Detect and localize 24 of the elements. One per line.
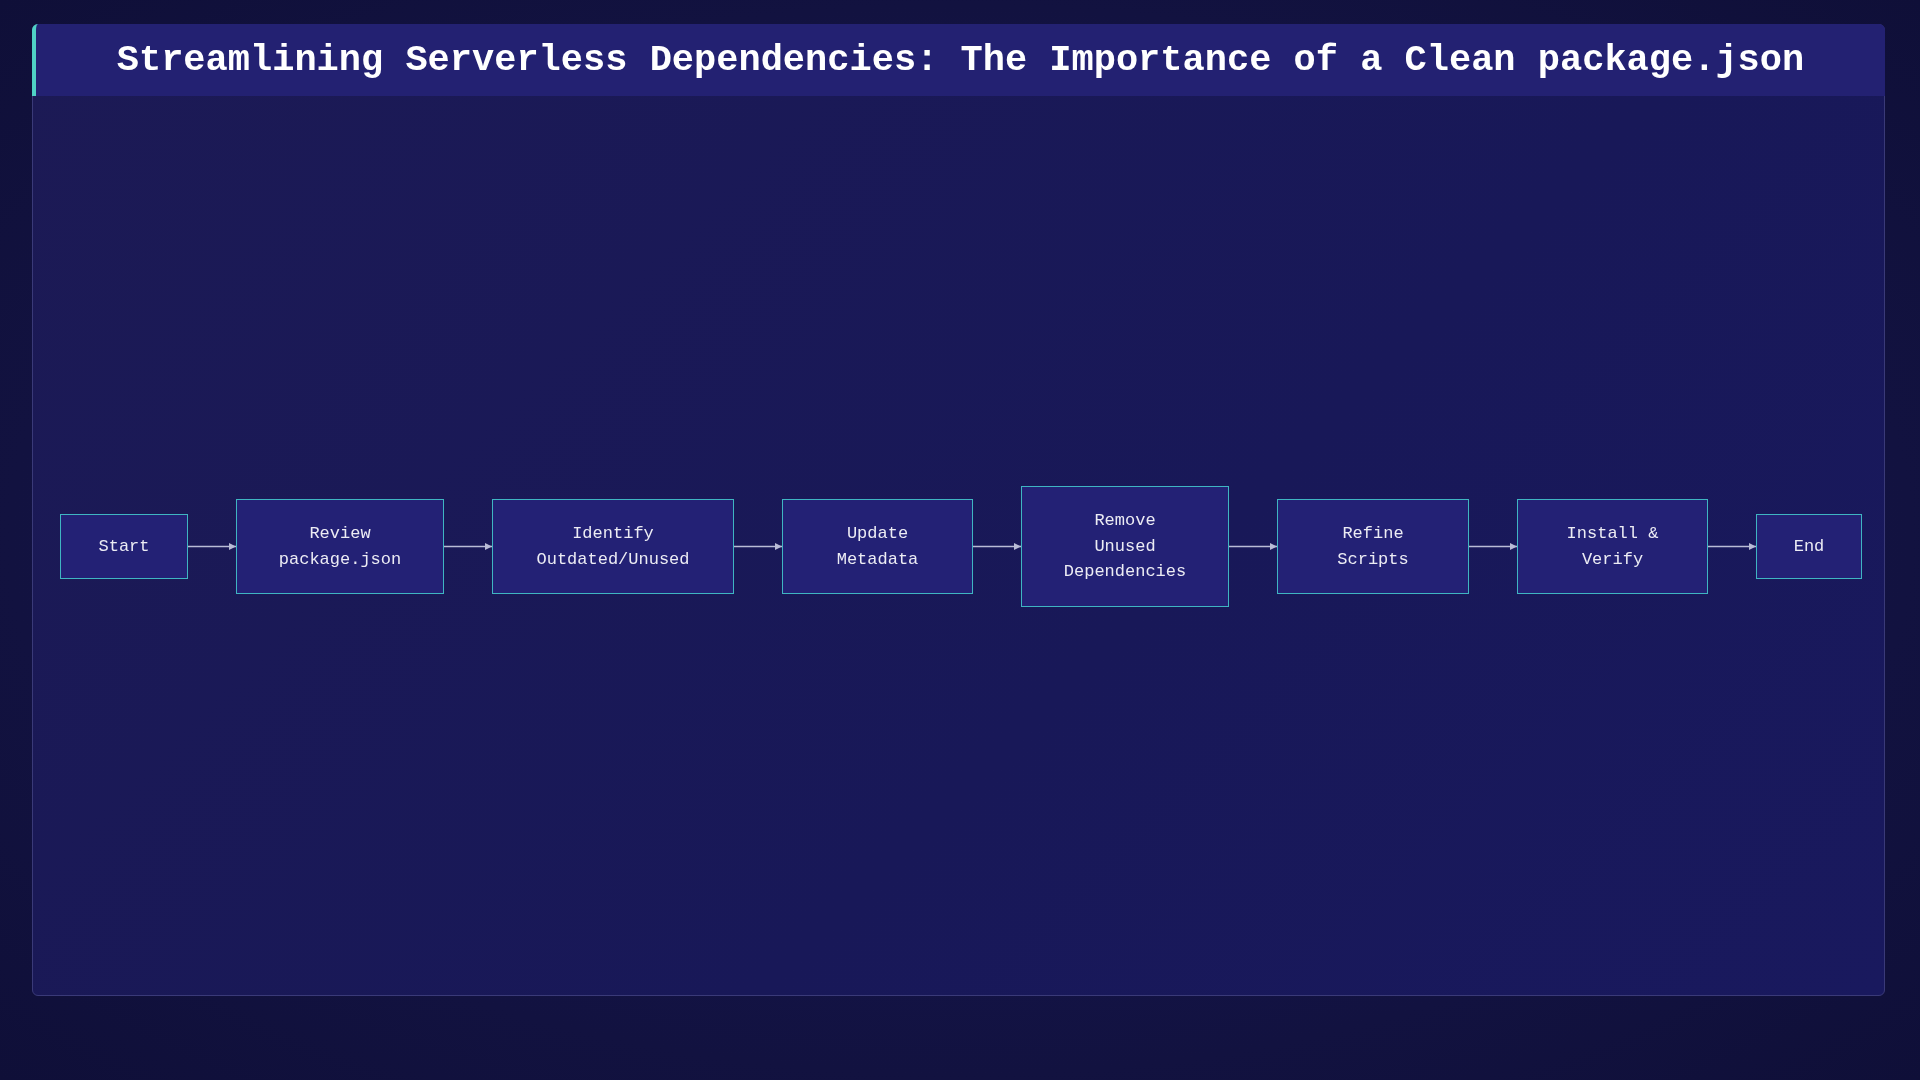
process-box	[492, 499, 734, 594]
process-box	[1021, 486, 1229, 607]
arrow	[1228, 543, 1278, 550]
arrow	[733, 543, 783, 550]
step-label: Identify Outdated/Unused	[536, 523, 690, 571]
step-label: End	[1793, 535, 1825, 558]
step-label: Refine Scripts	[1337, 523, 1409, 571]
arrow	[1468, 543, 1518, 550]
arrow	[443, 543, 493, 550]
process-box	[1277, 499, 1469, 594]
step-label: Start	[98, 535, 150, 558]
step-label: Review package.json	[278, 523, 402, 571]
arrow	[187, 543, 237, 550]
step-label: Update Metadata	[836, 523, 919, 571]
step-label: Install & Verify	[1566, 523, 1659, 571]
process-box	[236, 499, 444, 594]
process-box	[782, 499, 973, 594]
process-box	[1756, 514, 1862, 579]
process-box	[1517, 499, 1708, 594]
step-label: Remove Unused Dependencies	[1063, 510, 1187, 584]
process-box	[60, 514, 188, 579]
arrow	[1707, 543, 1757, 550]
diagram-title: Streamlining Serverless Dependencies: The Importance of a Clean package.json	[116, 39, 1805, 81]
arrow	[972, 543, 1022, 550]
